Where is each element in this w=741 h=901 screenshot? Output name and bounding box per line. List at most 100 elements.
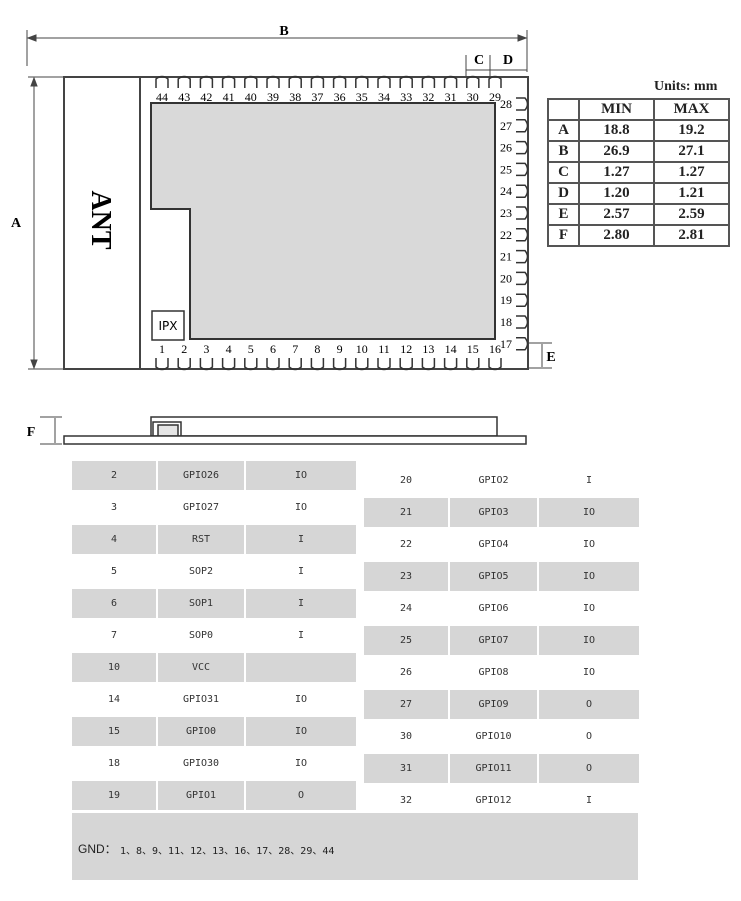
pin-name-cell: GPIO12: [475, 795, 512, 806]
dimension-e: [528, 342, 552, 369]
dimension-min-cell: 2.57: [578, 203, 655, 226]
top-pad: [288, 75, 302, 88]
bottom-pad: [266, 358, 280, 371]
pin-name-cell: SOP0: [188, 630, 214, 641]
pin-pin-cell: 24: [399, 603, 413, 614]
top-pad: [443, 75, 458, 88]
pin-dir-cell: I: [297, 630, 305, 641]
top-pin-number: 40: [245, 90, 257, 104]
top-pad: [466, 75, 480, 88]
dimension-dim-cell: D: [547, 182, 580, 205]
bottom-pin-pads: [155, 358, 502, 371]
top-pad: [177, 75, 191, 88]
pin-pin-cell: 10: [72, 653, 156, 682]
pin-dir-cell: I: [585, 795, 593, 806]
bottom-pin-number: 6: [270, 342, 276, 356]
pin-name-cell: GPIO9: [450, 690, 537, 719]
top-pad: [355, 75, 369, 88]
right-pad: [516, 119, 529, 133]
shield-can: [150, 102, 496, 340]
side-view: [63, 416, 527, 445]
label-b: B: [279, 24, 288, 39]
dimension-dim-cell: B: [547, 140, 580, 163]
bottom-pad: [399, 358, 413, 371]
top-pin-number: 35: [356, 90, 368, 104]
pin-name-cell: GPIO4: [478, 539, 509, 550]
top-pin-number: 30: [467, 90, 479, 104]
top-pad: [377, 75, 391, 88]
bottom-pin-number: 9: [337, 342, 343, 356]
ipx-label: IPX: [159, 319, 178, 333]
pin-name-cell: GPIO3: [450, 498, 537, 527]
pin-name-cell: GPIO6: [478, 603, 509, 614]
bottom-pin-number: 16: [489, 342, 501, 356]
dimension-min-cell: 26.9: [578, 140, 655, 163]
bottom-pin-number: 8: [314, 342, 320, 356]
bottom-pin-number: 13: [422, 342, 434, 356]
pin-dir-cell: IO: [582, 667, 596, 678]
top-pad: [266, 75, 280, 88]
top-pin-number: 41: [223, 90, 235, 104]
bottom-pin-number: 14: [445, 342, 457, 356]
bottom-pad: [488, 358, 502, 371]
top-pad: [488, 75, 502, 88]
top-pin-number: 36: [334, 90, 346, 104]
bottom-pad: [177, 358, 191, 371]
right-pin-number: 17: [500, 337, 512, 351]
top-pin-number: 37: [311, 90, 323, 104]
pin-dir-cell: IO: [294, 694, 308, 705]
right-pin-number: 21: [500, 250, 512, 264]
pin-name-cell: GPIO26: [158, 461, 244, 490]
dimension-min-cell: 18.8: [578, 119, 655, 142]
bottom-pad: [199, 358, 214, 371]
pin-dir-cell: IO: [539, 626, 639, 655]
dimension-b: [26, 30, 528, 72]
pin-pin-cell: 22: [399, 539, 413, 550]
label-c: C: [474, 53, 484, 68]
top-pin-number: 33: [400, 90, 412, 104]
pin-name-cell: GPIO31: [182, 694, 220, 705]
pin-pin-cell: 31: [364, 754, 448, 783]
pin-pin-cell: 27: [364, 690, 448, 719]
pin-pin-cell: 18: [107, 758, 121, 769]
bottom-pad: [155, 358, 169, 371]
top-pad: [421, 75, 436, 88]
bottom-pad: [377, 358, 391, 371]
dimension-max-cell: 1.21: [653, 182, 730, 205]
dimension-min-cell: 2.80: [578, 224, 655, 247]
pin-name-cell: GPIO8: [478, 667, 509, 678]
pin-name-cell: RST: [158, 525, 244, 554]
dimension-c-d: [465, 55, 527, 78]
right-pad: [516, 249, 529, 264]
ipx-connector: [151, 310, 185, 341]
right-pad: [516, 140, 529, 155]
pin-pin-cell: 6: [72, 589, 156, 618]
pin-name-cell: GPIO2: [478, 475, 509, 486]
top-pin-number: 44: [156, 90, 168, 104]
pin-dir-cell: IO: [539, 562, 639, 591]
top-pad: [310, 75, 325, 88]
pin-pin-cell: 3: [110, 502, 118, 513]
pin-dir-cell: O: [539, 690, 639, 719]
pin-name-cell: SOP1: [158, 589, 244, 618]
dimension-f: [40, 416, 62, 445]
bottom-pad: [288, 358, 302, 371]
units-label: Units: mm: [654, 79, 718, 94]
dimension-a: [28, 76, 64, 370]
